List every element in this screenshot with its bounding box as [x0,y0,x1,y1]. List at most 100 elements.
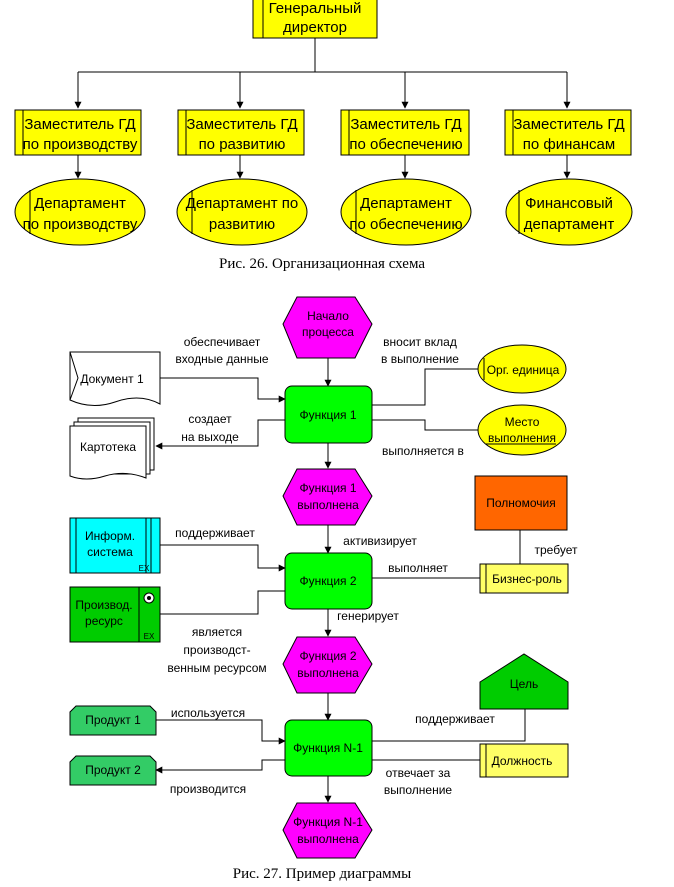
label-executed-in: выполняется в [382,444,464,458]
department-development-line-1: Департамент по [186,195,298,212]
label-supports-2: поддерживает [415,712,495,726]
event-func2-done: Функция 2 выполнена [282,636,373,694]
deputy-support-line-1: Заместитель ГД [350,116,461,133]
event-start: Начало процесса [282,296,373,359]
event-start-line-2: процесса [302,325,354,339]
fig26-caption: Рис. 26. Организационная схема [219,256,425,272]
card-file-label: Картотека [80,440,136,454]
business-role: Бизнес-роль [479,563,569,594]
label-creates-output-2: на выходе [181,430,239,444]
department-development: Департамент по развитию [176,178,308,246]
product-2-label: Продукт 2 [85,763,141,777]
label-is-resource-2: производст- [183,643,250,657]
department-finance: Финансовый департамент [505,178,633,246]
department-production-line-1: Департамент [34,195,126,212]
department-support-line-1: Департамент [360,195,452,212]
org-unit-label: Орг. единица [487,363,560,377]
label-is-resource-1: является [192,625,242,639]
event-start-line-1: Начало [307,309,349,323]
label-activates: активизирует [343,534,417,548]
deputy-box-finance: Заместитель ГД по финансам [504,109,632,156]
card-file: Картотека [69,417,155,480]
org-chart: Генеральный директор Заместитель ГД по п… [14,0,633,272]
department-finance-line-1: Финансовый [525,195,613,212]
label-provides-input-1: обеспечивает [184,335,261,349]
fig27-caption: Рис. 27. Пример диаграммы [233,866,411,882]
function-N: Функция N-1 [284,719,373,777]
label-produced: производится [170,782,246,796]
business-role-label: Бизнес-роль [492,572,562,586]
info-system-line-2: система [87,545,133,559]
document-1-label: Документ 1 [80,372,144,386]
department-support: Департамент по обеспечению [340,178,472,246]
authority: Полномочия [474,475,568,531]
deputy-development-line-1: Заместитель ГД [186,116,297,133]
event-funcN-done: Функция N-1 выполнена [282,802,373,859]
department-production-line-2: по производству [23,216,138,233]
function-N-label: Функция N-1 [293,741,363,755]
info-system: Информ. система EX [69,517,161,574]
label-contributes-2: в выполнение [381,352,459,366]
info-system-line-1: Информ. [85,529,135,543]
production-resource-ex-badge: EX [144,632,155,641]
label-responsible-2: выполнение [384,783,453,797]
product-1: Продукт 1 [69,705,157,736]
event-funcN-line-1: Функция N-1 [293,815,363,829]
org-connectors [74,38,571,179]
director-box: Генеральный директор [252,0,378,39]
production-resource-line-1: Производ. [75,598,132,612]
event-func2-line-2: выполнена [297,666,359,680]
position-label: Должность [492,754,553,768]
department-production: Департамент по производству [14,178,146,246]
location: Место выполнения [477,404,567,456]
director-line-2: директор [283,19,347,36]
department-support-line-2: по обеспечению [349,216,462,233]
event-func2-line-1: Функция 2 [299,649,356,663]
goal: Цель [479,653,569,710]
director-line-1: Генеральный [269,0,362,17]
label-generates: генерирует [337,609,399,623]
production-resource: Производ. ресурс EX [69,586,161,643]
goal-label: Цель [510,677,538,691]
label-creates-output-1: создает [188,412,232,426]
deputy-production-line-2: по производству [23,136,138,153]
label-responsible-1: отвечает за [386,766,451,780]
label-is-resource-3: венным ресурсом [167,661,266,675]
production-resource-line-2: ресурс [85,614,123,628]
label-executes: выполняет [388,561,448,575]
position: Должность [479,743,569,778]
event-func1-line-1: Функция 1 [299,481,356,495]
label-provides-input-2: входные данные [175,352,268,366]
function-2-label: Функция 2 [299,574,356,588]
function-1: Функция 1 [284,385,373,444]
department-development-line-2: развитию [209,216,275,233]
deputy-box-production: Заместитель ГД по производству [14,109,142,156]
label-used: используется [171,706,245,720]
authority-label: Полномочия [486,496,555,510]
event-funcN-line-2: выполнена [297,832,359,846]
deputy-finance-line-1: Заместитель ГД [513,116,624,133]
process-diagram: Начало процесса Функция 1 выполнена Функ… [69,296,578,882]
deputy-production-line-1: Заместитель ГД [24,116,135,133]
event-func1-line-2: выполнена [297,498,359,512]
department-finance-line-2: департамент [524,216,615,233]
label-supports-1: поддерживает [175,526,255,540]
location-line-1: Место [505,415,540,429]
location-line-2: выполнения [488,431,556,445]
deputy-box-development: Заместитель ГД по развитию [177,109,305,156]
label-contributes-1: вносит вклад [383,335,457,349]
org-unit: Орг. единица [477,344,567,394]
product-1-label: Продукт 1 [85,713,141,727]
info-system-ex-badge: EX [139,564,150,573]
function-1-label: Функция 1 [299,408,356,422]
side-connectors [155,368,526,774]
relation-labels: обеспечивает входные данные создает на в… [167,335,578,797]
label-requires: требует [535,543,578,557]
function-2: Функция 2 [284,552,373,610]
deputy-finance-line-2: по финансам [523,136,615,153]
document-1: Документ 1 [69,351,161,406]
deputy-support-line-2: по обеспечению [349,136,462,153]
event-func1-done: Функция 1 выполнена [282,468,373,526]
deputy-development-line-2: по развитию [199,136,286,153]
